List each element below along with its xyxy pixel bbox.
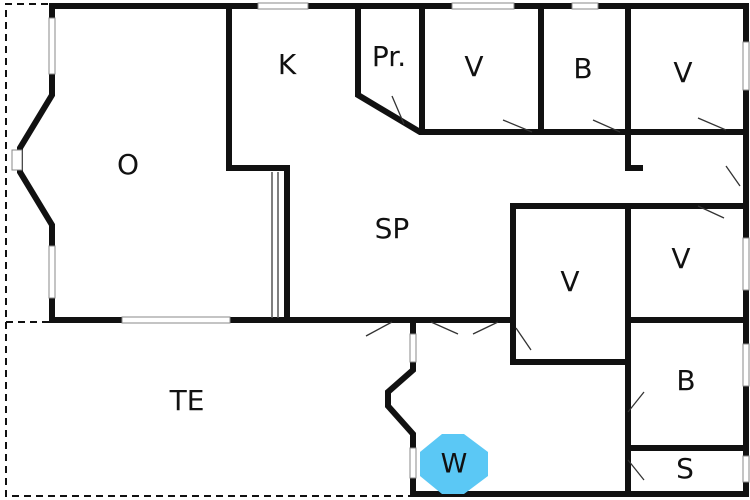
w-marker: W — [420, 434, 488, 494]
room-label-b1: B — [573, 52, 592, 85]
room-label-v3: V — [560, 265, 579, 298]
room-label-v1: V — [464, 50, 483, 83]
passage-rails — [271, 172, 279, 318]
room-label-s: S — [676, 452, 694, 485]
windows — [11, 2, 750, 483]
w-marker-octagon — [420, 434, 488, 494]
terrace-outline — [5, 3, 413, 497]
room-label-v2: V — [673, 56, 692, 89]
room-label-te: TE — [169, 384, 205, 417]
door-swings — [365, 95, 741, 481]
room-label-v4: V — [671, 242, 690, 275]
interior-walls — [226, 3, 749, 497]
room-label-b2: B — [676, 364, 695, 397]
room-label-pr: Pr. — [372, 40, 406, 73]
room-label-k: K — [278, 48, 297, 81]
room-label-o: O — [117, 148, 139, 181]
exterior-wall — [17, 3, 749, 497]
room-label-sp: SP — [375, 212, 410, 245]
w-marker-label: W — [441, 449, 468, 480]
